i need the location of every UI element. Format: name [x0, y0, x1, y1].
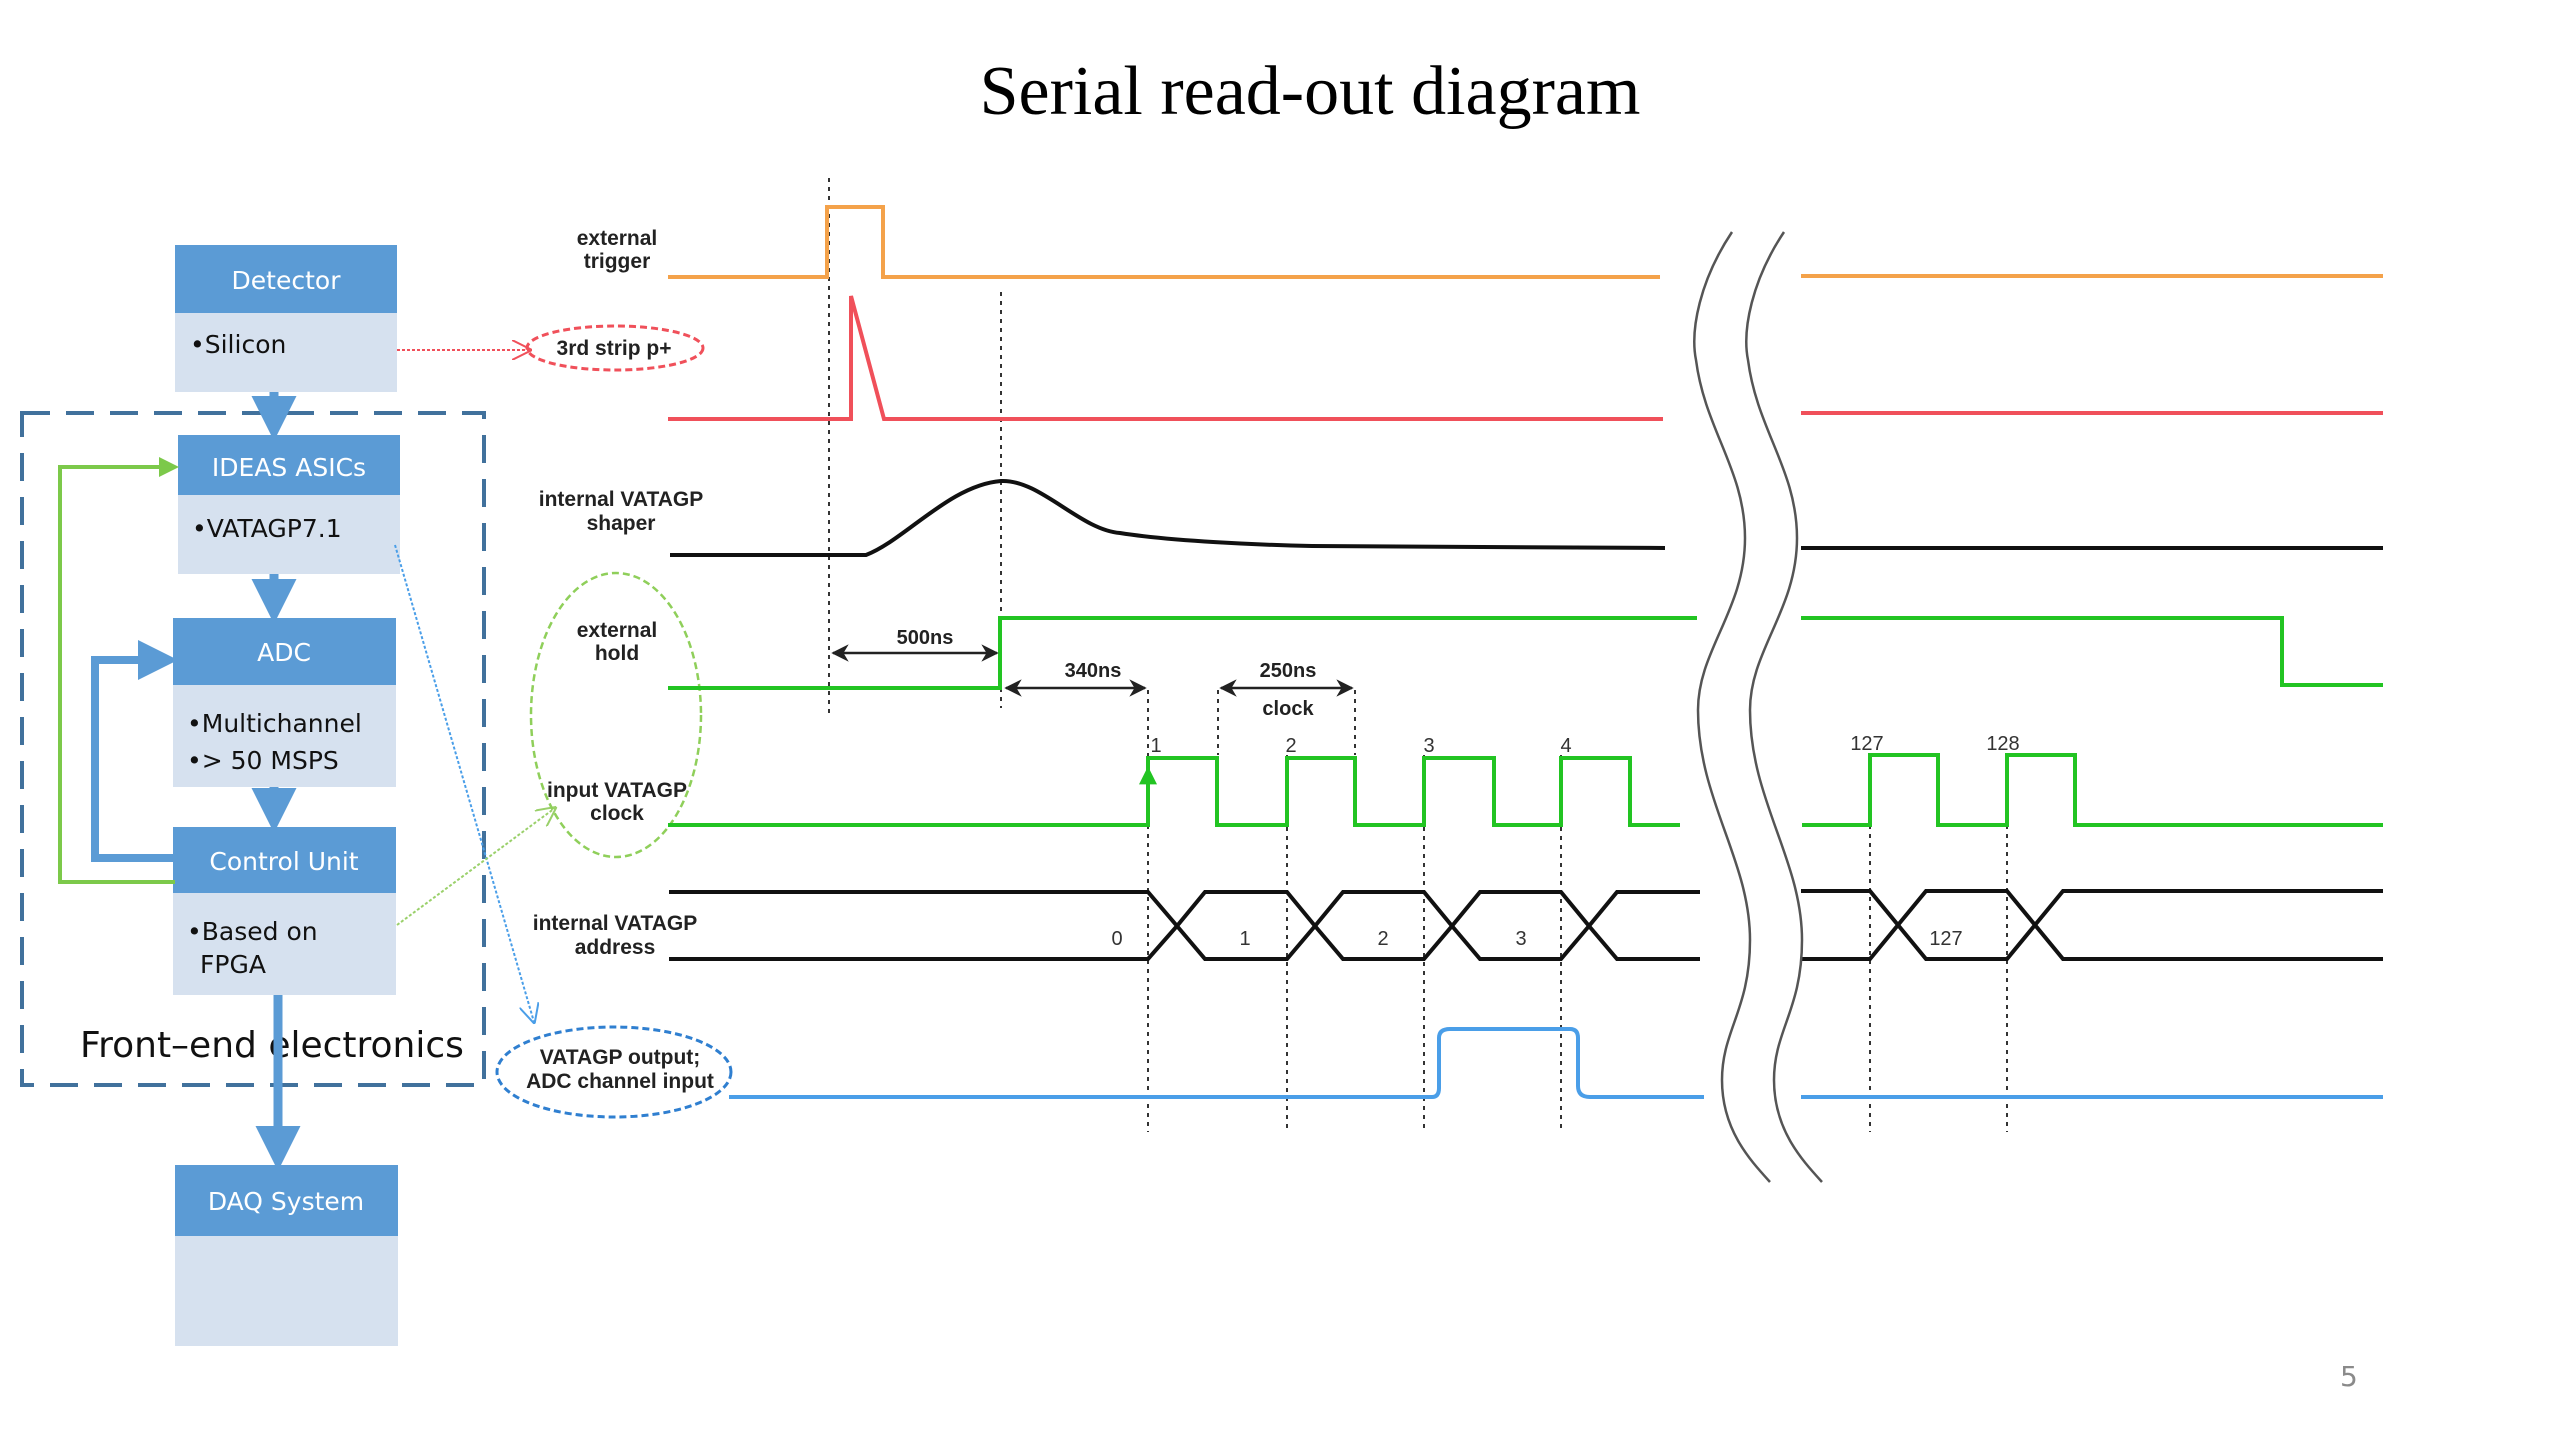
slide-title: Serial read-out diagram [979, 53, 1641, 130]
block-header [175, 1165, 398, 1236]
label-line: internal VATAGP [533, 912, 698, 935]
waveform-external-hold-cont [1801, 616, 2383, 687]
dimension-label: 250ns [1260, 660, 1317, 682]
waveform-external-hold [668, 616, 1697, 690]
hold-clock-callout-ellipse [529, 571, 703, 859]
address-value: 0 [1111, 928, 1122, 950]
output-callout-ellipse [495, 1025, 733, 1119]
block-title: DAQ System [208, 1187, 364, 1216]
block-daq-system[interactable]: DAQ System [175, 1165, 398, 1346]
break-line [1693, 231, 1771, 1183]
block-item: •Silicon [190, 330, 286, 359]
front-end-label: Front–end electronics [80, 1025, 464, 1066]
timing-diagram: external trigger 3rd strip p+ internal V… [495, 178, 2383, 1183]
block-diagram: Front–end electronics Detector •Silicon … [20, 245, 555, 1346]
dimension-250ns: 250ns clock [1219, 660, 1354, 720]
label-line: external [577, 619, 658, 642]
waveform-external-trigger [668, 205, 1660, 279]
address-value: 3 [1515, 928, 1526, 950]
dimension-340ns: 340ns [1004, 660, 1147, 697]
block-header [173, 827, 396, 893]
address-segment [1586, 890, 1700, 961]
label-line: external [577, 227, 658, 250]
block-header [173, 618, 396, 685]
clock-pulse-number: 3 [1423, 735, 1434, 757]
block-detector[interactable]: Detector •Silicon [175, 245, 397, 392]
signal-label-external-hold: external hold [577, 619, 658, 665]
clock-pulse-number: 128 [1986, 733, 2019, 755]
address-segment [669, 890, 1180, 961]
arrow-control-to-adc-feedback [91, 640, 178, 862]
address-segment [1801, 889, 1901, 961]
strip-callout-ellipse [525, 324, 705, 372]
label-line: address [575, 936, 656, 959]
block-item: FPGA [200, 950, 266, 979]
signal-label-strip: 3rd strip p+ [525, 324, 705, 372]
address-segment [1896, 889, 2038, 961]
waveform-strip-signal [668, 295, 1663, 421]
waveform-vatagp-output [729, 1027, 1704, 1099]
break-line [1745, 231, 1823, 1183]
label-line: internal VATAGP [539, 488, 704, 511]
block-item: •Multichannel [187, 709, 362, 738]
page-number: 5 [2340, 1360, 2358, 1393]
address-segment [2032, 889, 2383, 961]
clock-pulse-number: 4 [1560, 735, 1571, 757]
clock-pulse-number: 2 [1285, 735, 1296, 757]
block-header [178, 435, 400, 495]
signal-label-external-trigger: external trigger [577, 227, 658, 273]
time-break-icon [1693, 231, 1823, 1183]
block-body [173, 685, 396, 787]
arrow-control-to-asics-green [58, 457, 179, 884]
label-line: VATAGP output; [540, 1046, 701, 1069]
block-title: ADC [257, 638, 311, 667]
clock-pulse-number: 1 [1150, 735, 1161, 757]
block-adc[interactable]: ADC •Multichannel •> 50 MSPS [173, 618, 396, 787]
block-body [178, 495, 400, 574]
label-line: input VATAGP [547, 779, 687, 802]
address-value: 127 [1929, 928, 1962, 950]
label-line: 3rd strip p+ [557, 337, 672, 360]
block-header [175, 245, 397, 313]
block-control-unit[interactable]: Control Unit •Based on FPGA [173, 827, 396, 995]
block-item: •VATAGP7.1 [192, 514, 342, 543]
block-body [175, 1236, 398, 1346]
block-item: •> 50 MSPS [187, 746, 339, 775]
label-line: hold [595, 642, 639, 665]
signal-label-shaper: internal VATAGP shaper [539, 488, 704, 535]
block-title: IDEAS ASICs [212, 453, 366, 482]
clock-pulse-number: 127 [1850, 733, 1883, 755]
waveform-shaper [670, 478, 1666, 557]
block-body [173, 893, 396, 995]
callout-control-to-clock [396, 808, 555, 926]
address-value: 1 [1239, 928, 1250, 950]
waveform-input-clock-cont [1802, 753, 2383, 827]
block-item: •Based on [187, 917, 318, 946]
timing-guides [828, 178, 2008, 1132]
callout-asics-to-output [394, 544, 534, 1022]
label-line: trigger [584, 250, 651, 273]
waveform-input-clock [668, 756, 1680, 827]
block-body [175, 313, 397, 392]
signal-label-address: internal VATAGP address [533, 912, 698, 959]
dimension-label: 500ns [897, 627, 954, 649]
block-title: Detector [232, 266, 342, 295]
waveform-address [669, 889, 2383, 961]
label-line: clock [590, 802, 644, 825]
block-title: Control Unit [209, 847, 358, 876]
block-ideas-asics[interactable]: IDEAS ASICs •VATAGP7.1 [178, 435, 400, 574]
signal-label-vatagp-output: VATAGP output; ADC channel input [495, 1025, 733, 1119]
signal-label-input-clock: input VATAGP clock [547, 779, 687, 825]
dimension-500ns: 500ns [831, 627, 999, 662]
address-value: 2 [1377, 928, 1388, 950]
dimension-caption: clock [1262, 698, 1314, 720]
label-line: shaper [587, 512, 656, 535]
label-line: ADC channel input [526, 1070, 714, 1093]
dimension-label: 340ns [1065, 660, 1122, 682]
